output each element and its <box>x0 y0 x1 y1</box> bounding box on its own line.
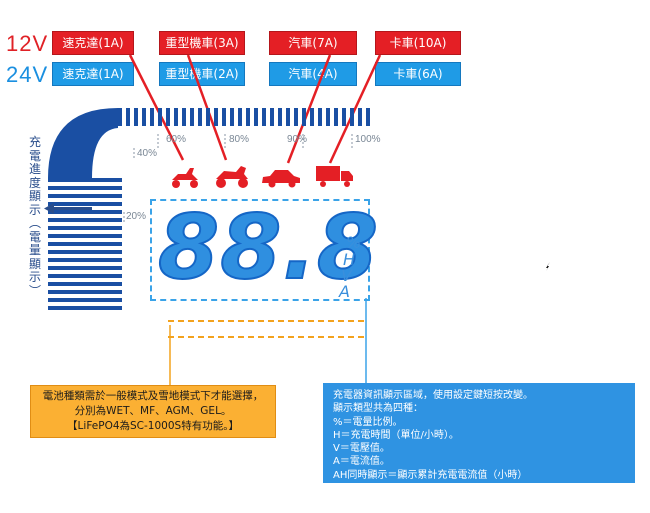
mode-12v-scooter: 速克達(1A) <box>52 31 134 55</box>
mode-12v-truck: 卡車(10A) <box>375 31 461 55</box>
unit-volt: V <box>341 266 352 285</box>
lcd-display-frame <box>150 199 370 301</box>
note-orange-line-3: 【LiFePO4為SC-1000S特有功能。】 <box>67 420 239 432</box>
voltage-24v-label: 24V <box>6 62 49 87</box>
note-blue-line-4: H＝充電時間（單位/小時）。 <box>333 429 459 441</box>
note-orange-line-1: 電池種類需於一般模式及雪地模式下才能選擇， <box>42 390 264 402</box>
mode-24v-car: 汽車(4A) <box>269 62 357 86</box>
display-info-note: 充電器資訊顯示區域，使用設定鍵短按改變。 顯示類型共為四種： %＝電量比例。 H… <box>323 383 635 483</box>
motorcycle-icon <box>216 166 248 188</box>
note-blue-line-1: 充電器資訊顯示區域，使用設定鍵短按改變。 <box>333 390 533 401</box>
unit-percent: % <box>346 233 362 252</box>
note-orange-line-2: 分別為WET、MF、AGM、GEL。 <box>74 405 232 417</box>
progress-side-label: 充電進 度顯示 ︵電量 顯示︶ <box>28 135 41 298</box>
connector-lines <box>128 54 382 164</box>
scale-60: 60% <box>166 134 187 145</box>
mode-24v-truck: 卡車(6A) <box>375 62 461 86</box>
mode-24v-scooter: 速克達(1A) <box>52 62 134 86</box>
scale-90: 90% <box>287 134 308 145</box>
mode-12v-car: 汽車(7A) <box>269 31 357 55</box>
battery-type-note: 電池種類需於一般模式及雪地模式下才能選擇， 分別為WET、MF、AGM、GEL。… <box>30 385 276 438</box>
car-icon <box>262 170 300 188</box>
unit-amp: A <box>339 282 350 301</box>
truck-icon <box>316 166 353 187</box>
note-blue-line-5: V＝電壓值。 <box>333 443 390 455</box>
note-blue-line-2: 顯示類型共為四種： <box>333 403 423 415</box>
battery-type-line-2 <box>168 336 364 338</box>
scale-80: 80% <box>229 134 250 145</box>
note-blue-line-6: A＝電流值。 <box>333 456 390 468</box>
mode-12v-motorcycle: 重型機車(3A) <box>159 31 245 55</box>
bolt-icon <box>546 262 550 271</box>
lcd-digits: 88.8 <box>157 196 380 299</box>
mode-24v-motorcycle: 重型機車(2A) <box>159 62 245 86</box>
scale-100: 100% <box>355 134 381 145</box>
note-blue-line-3: %＝電量比例。 <box>333 416 403 428</box>
scale-ticks <box>123 134 353 222</box>
left-arrow <box>44 203 92 214</box>
scooter-icon <box>172 168 198 188</box>
scale-40: 40% <box>137 148 158 159</box>
battery-type-line-1 <box>168 320 364 322</box>
progress-curve <box>48 108 370 310</box>
note-blue-line-7: AH同時顯示＝顯示累計充電電流值（小時） <box>333 469 528 481</box>
scale-20: 20% <box>126 211 147 222</box>
unit-hour: H <box>343 250 356 269</box>
voltage-12v-label: 12V <box>6 31 49 56</box>
